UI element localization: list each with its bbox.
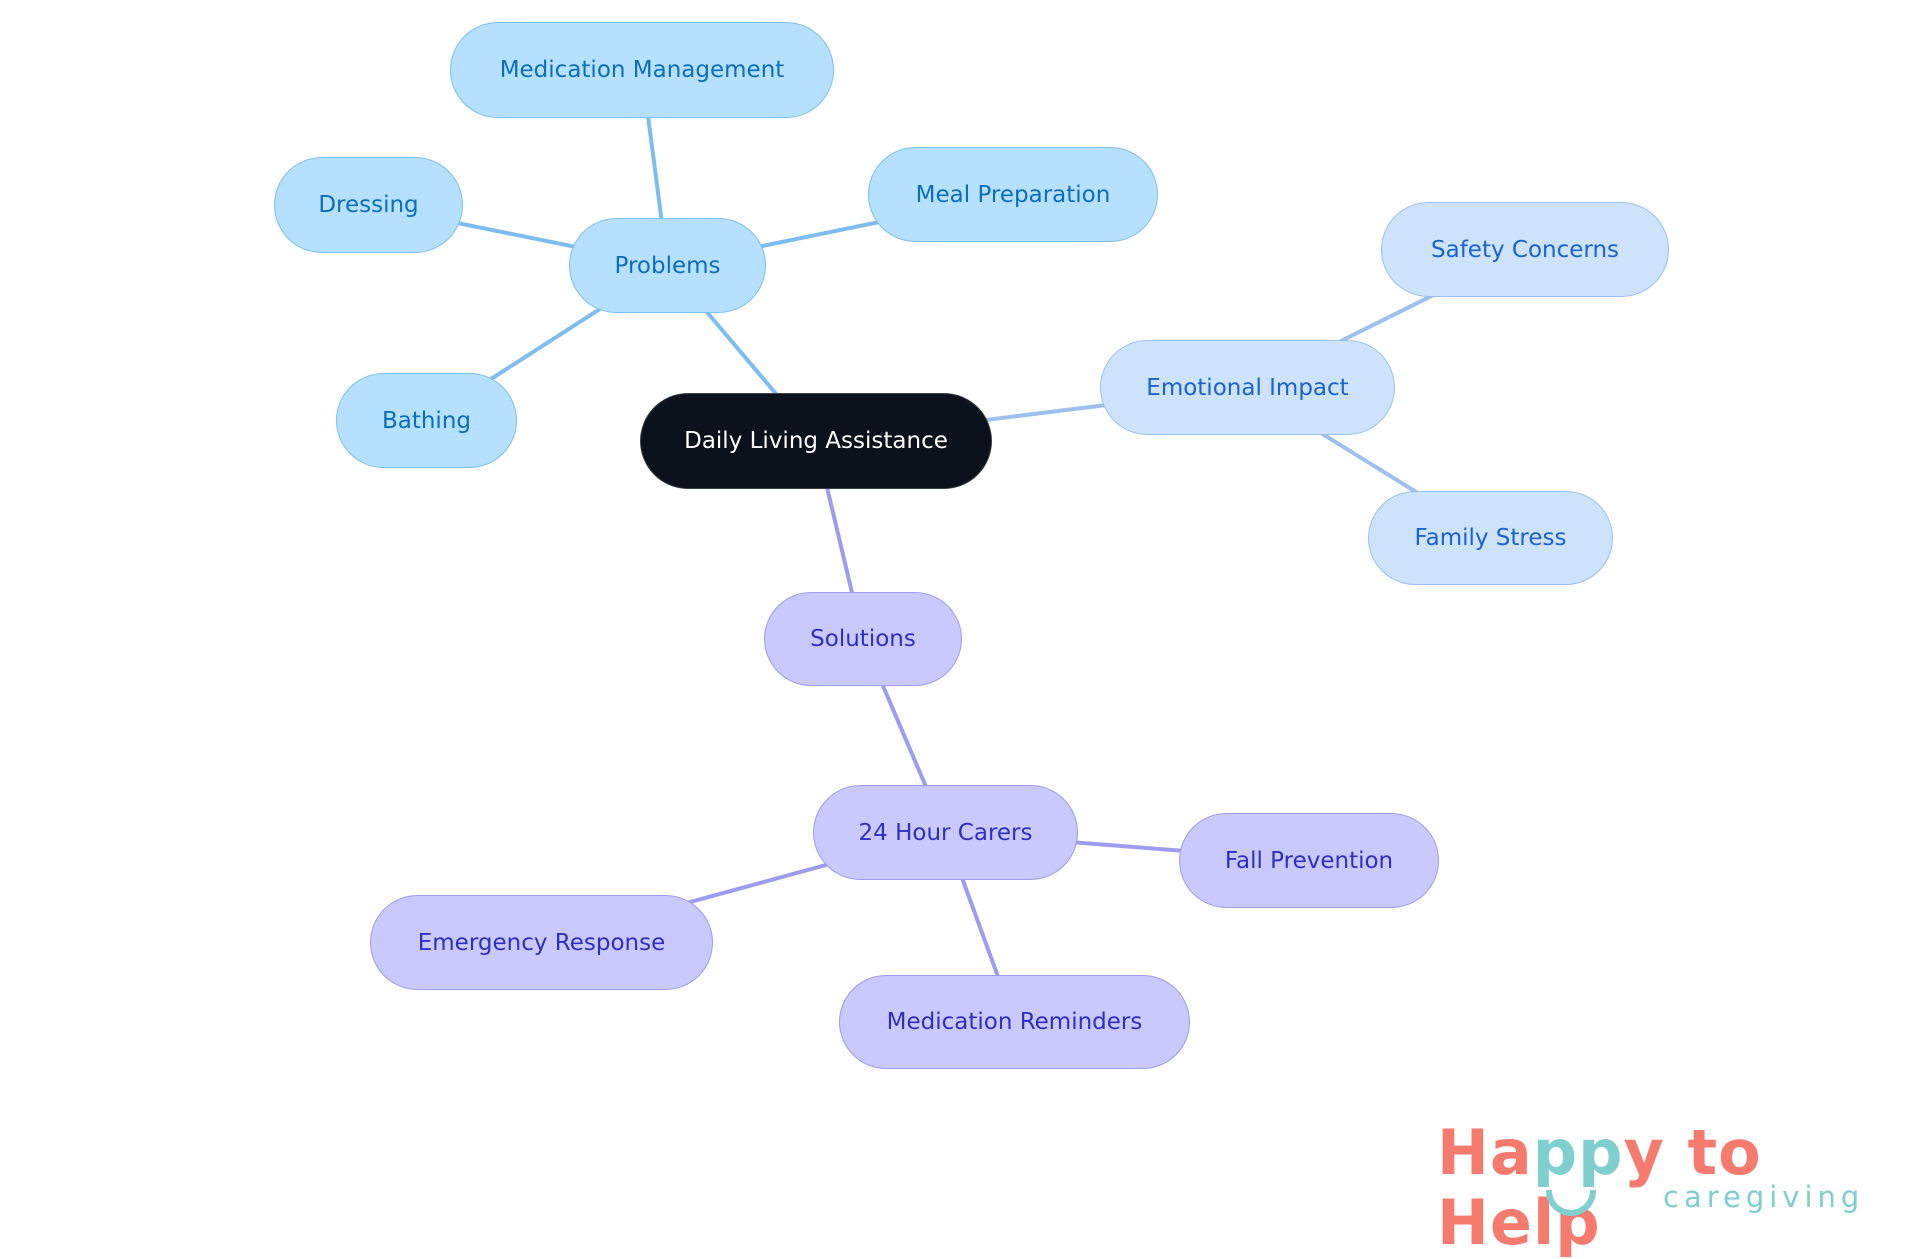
node-family-stress[interactable]: Family Stress xyxy=(1368,491,1613,585)
node-daily-living-assistance[interactable]: Daily Living Assistance xyxy=(640,393,992,489)
node-emergency-response[interactable]: Emergency Response xyxy=(370,895,713,990)
node-bathing[interactable]: Bathing xyxy=(336,373,517,468)
node-problems[interactable]: Problems xyxy=(569,218,766,313)
node-fall-prevention[interactable]: Fall Prevention xyxy=(1179,813,1439,908)
node-medication-management[interactable]: Medication Management xyxy=(450,22,834,118)
node-emotional-impact[interactable]: Emotional Impact xyxy=(1100,340,1395,435)
node-medication-reminders[interactable]: Medication Reminders xyxy=(839,975,1190,1069)
node-solutions[interactable]: Solutions xyxy=(764,592,962,686)
logo-tagline: caregiving xyxy=(1663,1180,1865,1214)
node-dressing[interactable]: Dressing xyxy=(274,157,463,253)
happy-to-help-logo: Happy to Help caregiving xyxy=(1437,1116,1865,1259)
node-24-hour-carers[interactable]: 24 Hour Carers xyxy=(813,785,1078,880)
node-meal-preparation[interactable]: Meal Preparation xyxy=(868,147,1158,242)
node-safety-concerns[interactable]: Safety Concerns xyxy=(1381,202,1669,297)
